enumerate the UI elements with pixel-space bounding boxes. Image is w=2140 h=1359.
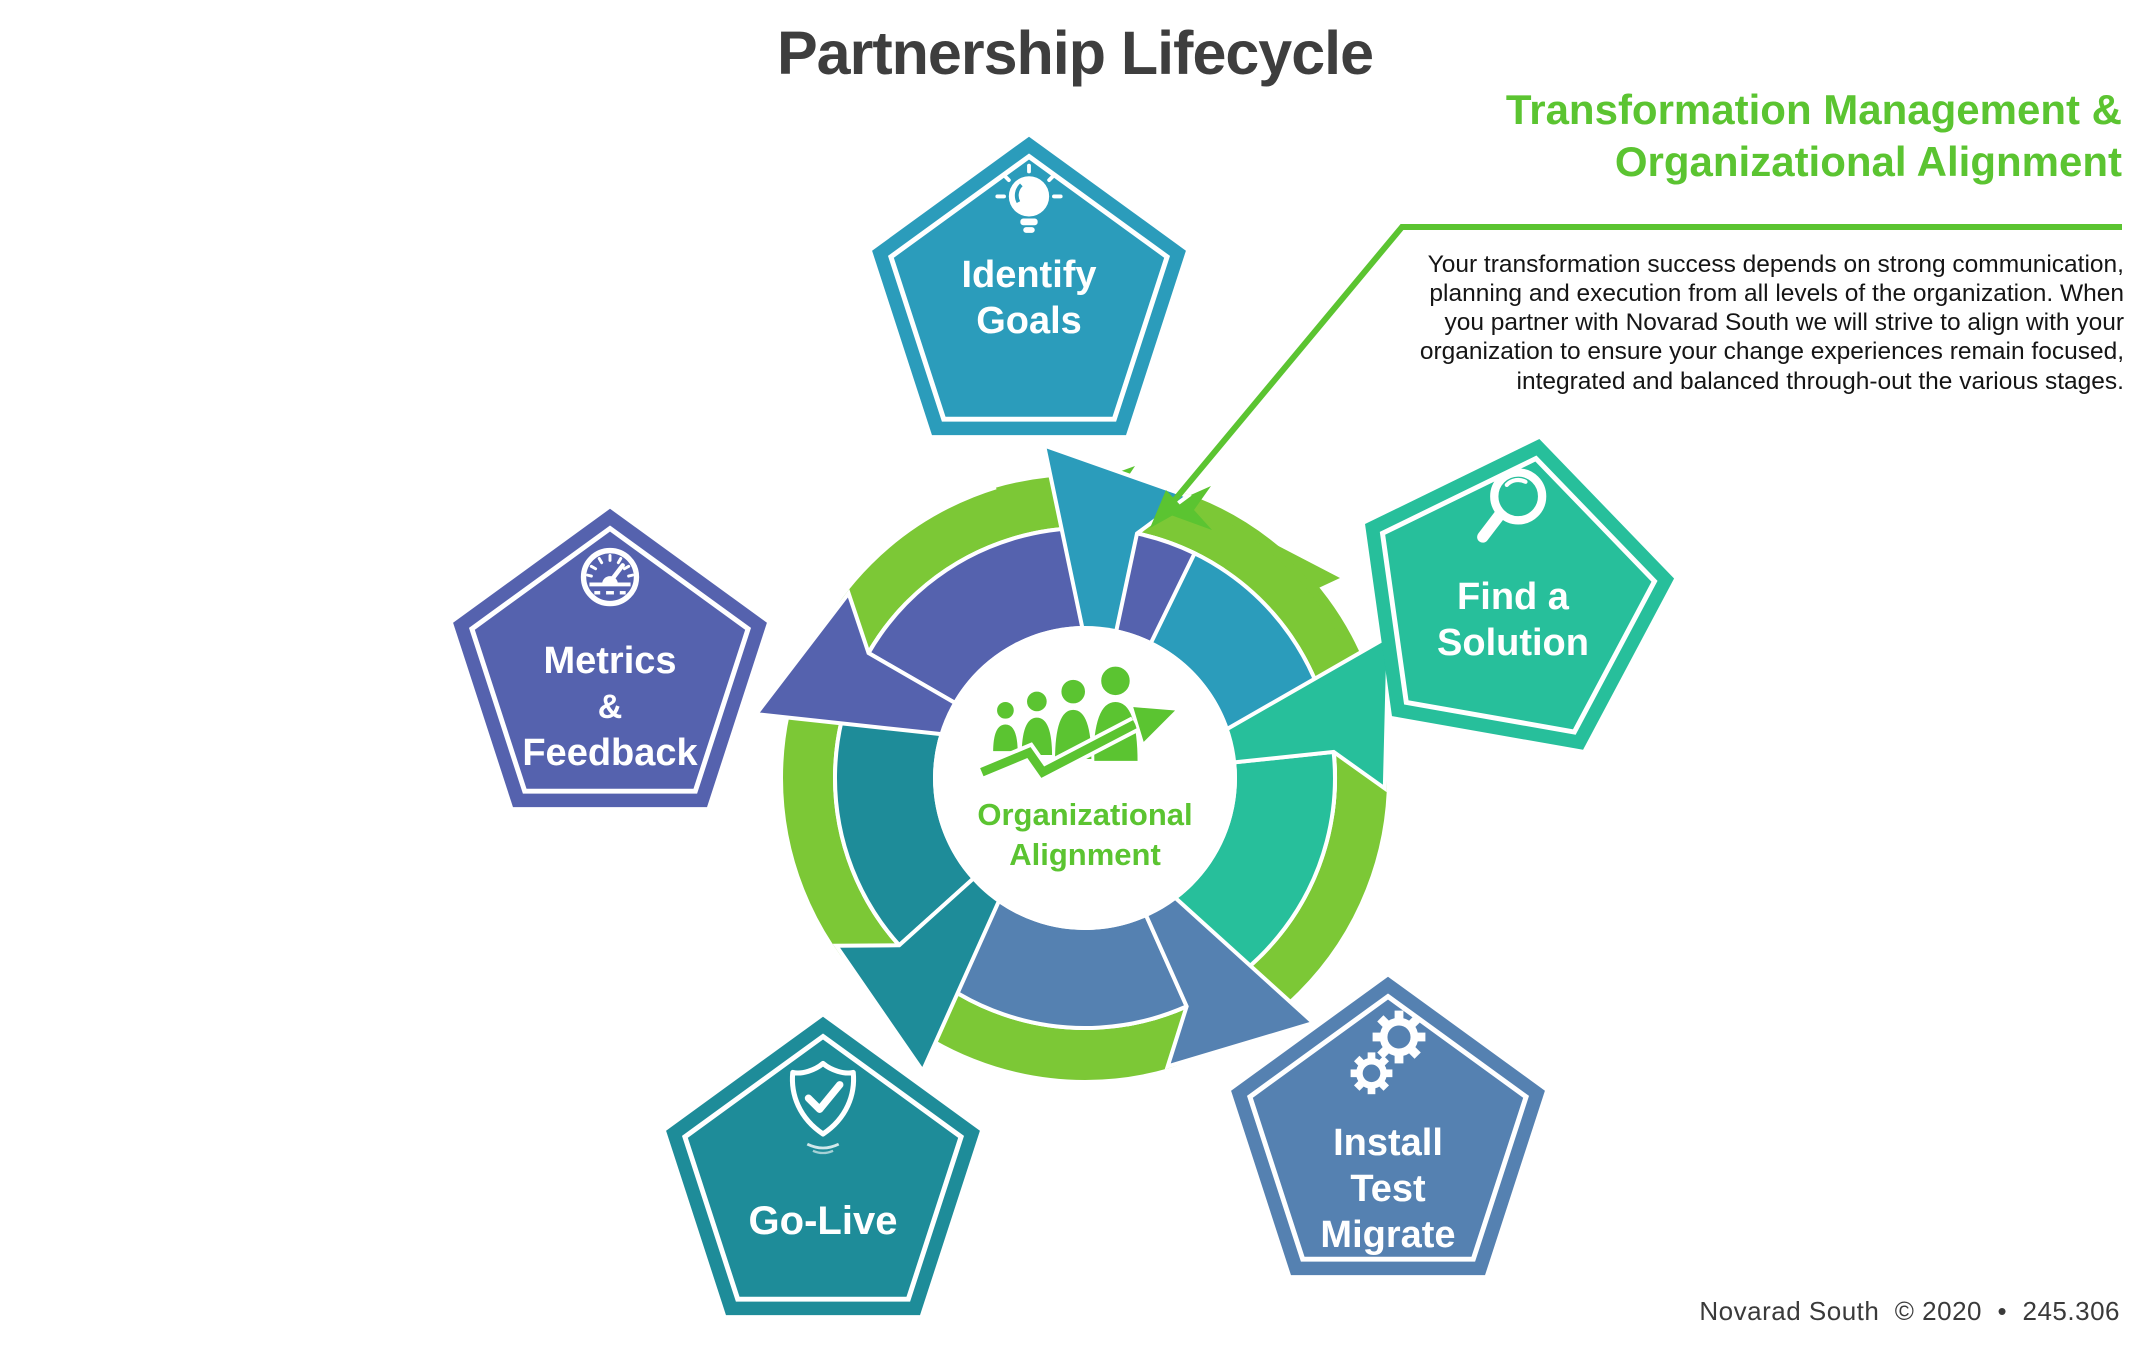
stage-label: Identify Goals — [961, 254, 1097, 342]
stage-find-a-solution: Find a Solution — [1348, 430, 1678, 750]
callout-heading-line2: Organizational Alignment — [1614, 138, 2122, 186]
center-label-line2: Alignment — [1009, 836, 1161, 872]
center-label: Organizational Alignment — [935, 795, 1235, 874]
ring-arrowhead-icon — [1213, 512, 1340, 626]
callout-heading: Transformation Management & Organization… — [1342, 84, 2122, 188]
callout-heading-line1: Transformation Management & — [1505, 86, 2122, 133]
shield-check-icon — [658, 1050, 988, 1162]
stage-metrics-feedback: Metrics & Feedback — [445, 502, 775, 819]
stage-label: Go-Live — [748, 1199, 898, 1243]
stage-label: Install Test Migrate — [1320, 1122, 1456, 1256]
stage-go-live: Go-Live — [658, 1010, 988, 1327]
gears-icon — [1223, 1004, 1553, 1114]
magnifier-icon — [1348, 460, 1678, 564]
pentagon-shape — [453, 508, 767, 808]
callout-body: Your transformation success depends on s… — [1419, 251, 2124, 395]
pentagon-shape — [666, 1016, 980, 1316]
stage-label: Find a Solution — [1437, 576, 1589, 664]
accent-arc-arrow — [996, 466, 1347, 638]
lightbulb-icon — [864, 158, 1194, 254]
stage-install-test-migrate: Install Test Migrate — [1223, 970, 1553, 1287]
pentagon-shape — [1365, 439, 1675, 750]
page-title: Partnership Lifecycle — [776, 19, 1374, 87]
connector-arrowhead-icon — [1150, 490, 1184, 528]
stage-identify-goals: Identify Goals — [864, 130, 1194, 447]
stage-label: Metrics & Feedback — [522, 640, 698, 774]
gauge-icon — [445, 532, 775, 630]
pentagon-shape — [872, 136, 1186, 436]
footer-credit: Novarad South © 2020 • 245.306 — [1699, 1296, 2120, 1326]
people-growth-arrow-icon — [978, 663, 1182, 784]
organizational-alignment-hub: Organizational Alignment — [935, 628, 1235, 928]
center-label-line1: Organizational — [977, 797, 1193, 832]
